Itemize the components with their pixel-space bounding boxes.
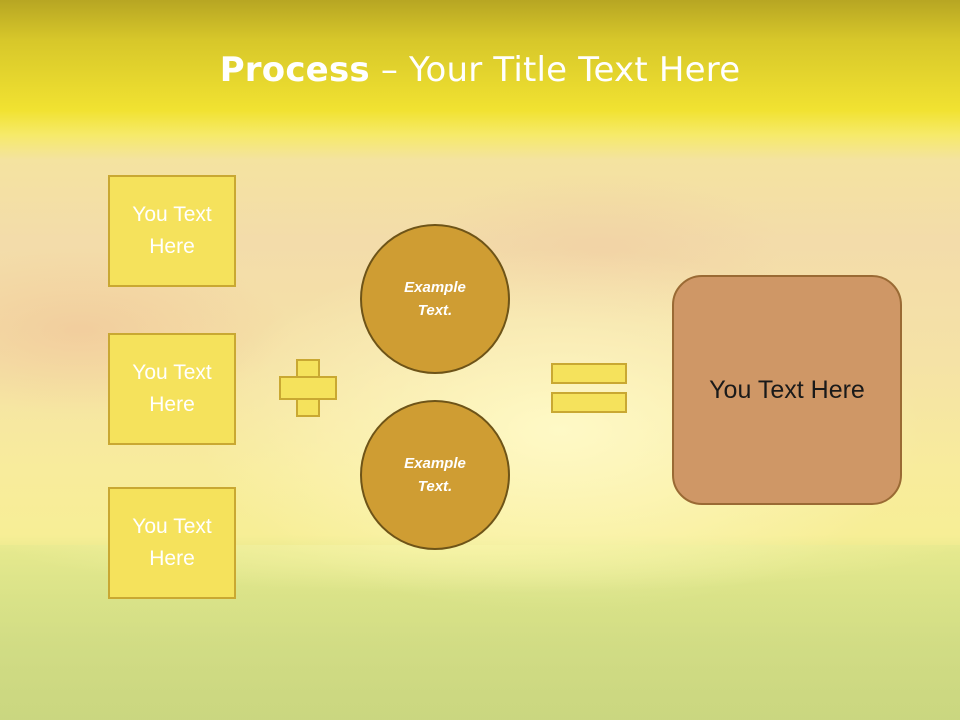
plus-icon-center xyxy=(298,378,318,398)
example-circle-1: Example Text. xyxy=(360,224,510,374)
text-box-1-label: You Text Here xyxy=(132,203,212,258)
equals-icon-bottom-bar xyxy=(551,392,627,413)
slide-title: Process – Your Title Text Here xyxy=(0,50,960,90)
example-circle-1-label: Example Text. xyxy=(404,279,466,319)
text-box-2-label: You Text Here xyxy=(132,361,212,416)
text-box-3-label: You Text Here xyxy=(132,515,212,570)
title-strong: Process xyxy=(219,50,370,90)
equals-icon-top-bar xyxy=(551,363,627,384)
text-box-3: You Text Here xyxy=(108,487,236,599)
text-box-1: You Text Here xyxy=(108,175,236,287)
title-rest: – Your Title Text Here xyxy=(369,50,741,90)
text-box-2: You Text Here xyxy=(108,333,236,445)
result-box: You Text Here xyxy=(672,275,902,505)
example-circle-2: Example Text. xyxy=(360,400,510,550)
result-box-label: You Text Here xyxy=(709,375,865,404)
example-circle-2-label: Example Text. xyxy=(404,455,466,495)
